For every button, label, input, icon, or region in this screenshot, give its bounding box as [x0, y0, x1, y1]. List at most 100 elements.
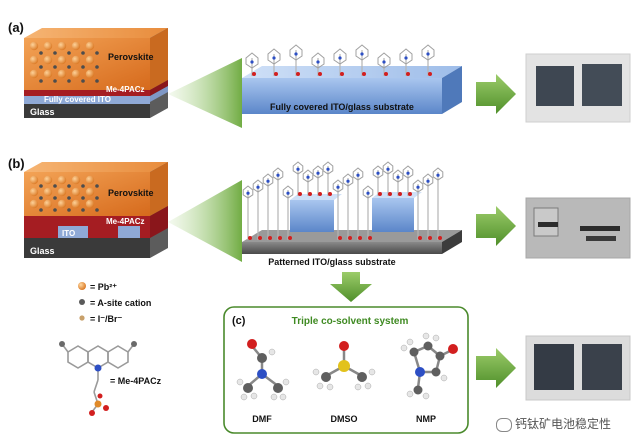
a-site-cation [81, 65, 85, 69]
panel-b-glass-text: Glass [30, 246, 55, 256]
phosphonic-anchor [338, 236, 342, 240]
panel-a-substrate-text: Fully covered ITO/glass substrate [270, 102, 414, 112]
pb-ion [85, 69, 95, 79]
carbazole-head [312, 165, 324, 179]
carbazole-head [333, 48, 347, 65]
panel-b-zoom-cone [168, 180, 242, 262]
legend-a-site-swatch [79, 299, 85, 305]
panel-b-substrate-text: Patterned ITO/glass substrate [268, 257, 395, 267]
carbazole-head [342, 173, 354, 187]
carbazole-head [421, 44, 435, 61]
nitrogen-atom [404, 56, 408, 60]
carbazole-head [311, 52, 325, 69]
nitrogen-atom [272, 56, 276, 60]
nitrogen-atom [366, 191, 370, 195]
carbazole-head [412, 179, 424, 193]
panel-c-film-2 [582, 344, 622, 390]
panel-b-glass-base [242, 242, 442, 254]
a-site-cation [67, 208, 71, 212]
a-site-cation [95, 65, 99, 69]
panel-b-substrate-block [242, 161, 462, 254]
pb-ion [71, 175, 81, 185]
nmp-molecule [400, 332, 458, 400]
carbazole-head [245, 52, 259, 69]
panel-a-sam-text: Me-4PACz [106, 85, 145, 94]
nitrogen-atom [360, 52, 364, 56]
panel-a-substrate-front [242, 78, 442, 114]
pb-ion [57, 175, 67, 185]
phosphonic-anchor [418, 236, 422, 240]
nitrogen-atom [356, 173, 360, 177]
phosphonic-anchor [268, 236, 272, 240]
pb-ion [71, 69, 81, 79]
nitrogen-atom [376, 171, 380, 175]
nitrogen-atom [382, 60, 386, 64]
panel-c-right-arrow [476, 348, 516, 388]
nitrogen-atom [296, 167, 300, 171]
pb-ion [29, 55, 39, 65]
nitrogen-atom [316, 60, 320, 64]
nitrogen-atom [336, 185, 340, 189]
pb-ion [71, 41, 81, 51]
panel-b-perovskite-text: Perovskite [108, 188, 154, 198]
phosphonic-anchor [438, 236, 442, 240]
panel-c-title: Triple co-solvent system [292, 316, 409, 327]
panel-a-stack [24, 28, 168, 118]
a-site-cation [81, 79, 85, 83]
nitrogen-atom [346, 179, 350, 183]
carbazole-head [322, 161, 334, 175]
panel-a-perovskite-top [24, 28, 168, 38]
legend-pb-swatch [78, 282, 86, 290]
pb-ion [43, 41, 53, 51]
a-site-cation [53, 65, 57, 69]
nitrogen-atom [406, 171, 410, 175]
panel-a-label: (a) [8, 20, 24, 35]
pb-ion [43, 55, 53, 65]
nitrogen-atom [436, 173, 440, 177]
solvent-dmso-label: DMSO [331, 414, 358, 424]
pb-ion [57, 199, 67, 209]
legend [78, 282, 86, 321]
pb-ion [85, 41, 95, 51]
a-site-cation [95, 184, 99, 188]
a-site-cation [67, 65, 71, 69]
a-site-cation [95, 79, 99, 83]
pb-ion [57, 41, 67, 51]
pb-ion [57, 55, 67, 65]
phosphonic-anchor [248, 236, 252, 240]
pb-ion [29, 187, 39, 197]
panel-a-glass-text: Glass [30, 107, 55, 117]
a-site-cation [53, 184, 57, 188]
phosphonic-anchor [278, 236, 282, 240]
panel-b-ito-block-1 [290, 200, 334, 232]
panel-a-film-1 [536, 66, 574, 106]
a-site-cation [81, 196, 85, 200]
panel-b-perovskite-dots [29, 175, 99, 212]
carbazole-head [372, 165, 384, 179]
phosphonic-anchor [362, 72, 366, 76]
phosphonic-anchor [340, 72, 344, 76]
carbazole-head [362, 185, 374, 199]
carbazole-head [432, 167, 444, 181]
nitrogen-atom [250, 60, 254, 64]
carbazole-head [377, 52, 391, 69]
phosphonic-anchor [258, 236, 262, 240]
panel-a-substrate-block [242, 44, 462, 114]
a-site-cation [53, 79, 57, 83]
panel-a-molecule-layer [245, 44, 435, 76]
nitrogen-atom [396, 175, 400, 179]
pb-ion [29, 69, 39, 79]
phosphonic-anchor [308, 192, 312, 196]
phosphonic-anchor [368, 236, 372, 240]
pb-ion [29, 175, 39, 185]
carbazole-head [392, 169, 404, 183]
a-site-cation [67, 79, 71, 83]
a-site-cation [39, 208, 43, 212]
nitrogen-atom [266, 179, 270, 183]
nitrogen-atom [326, 167, 330, 171]
pb-ion [43, 175, 53, 185]
a-site-cation [53, 208, 57, 212]
a-site-cation [67, 196, 71, 200]
panel-b-film-strip-1 [538, 222, 558, 227]
